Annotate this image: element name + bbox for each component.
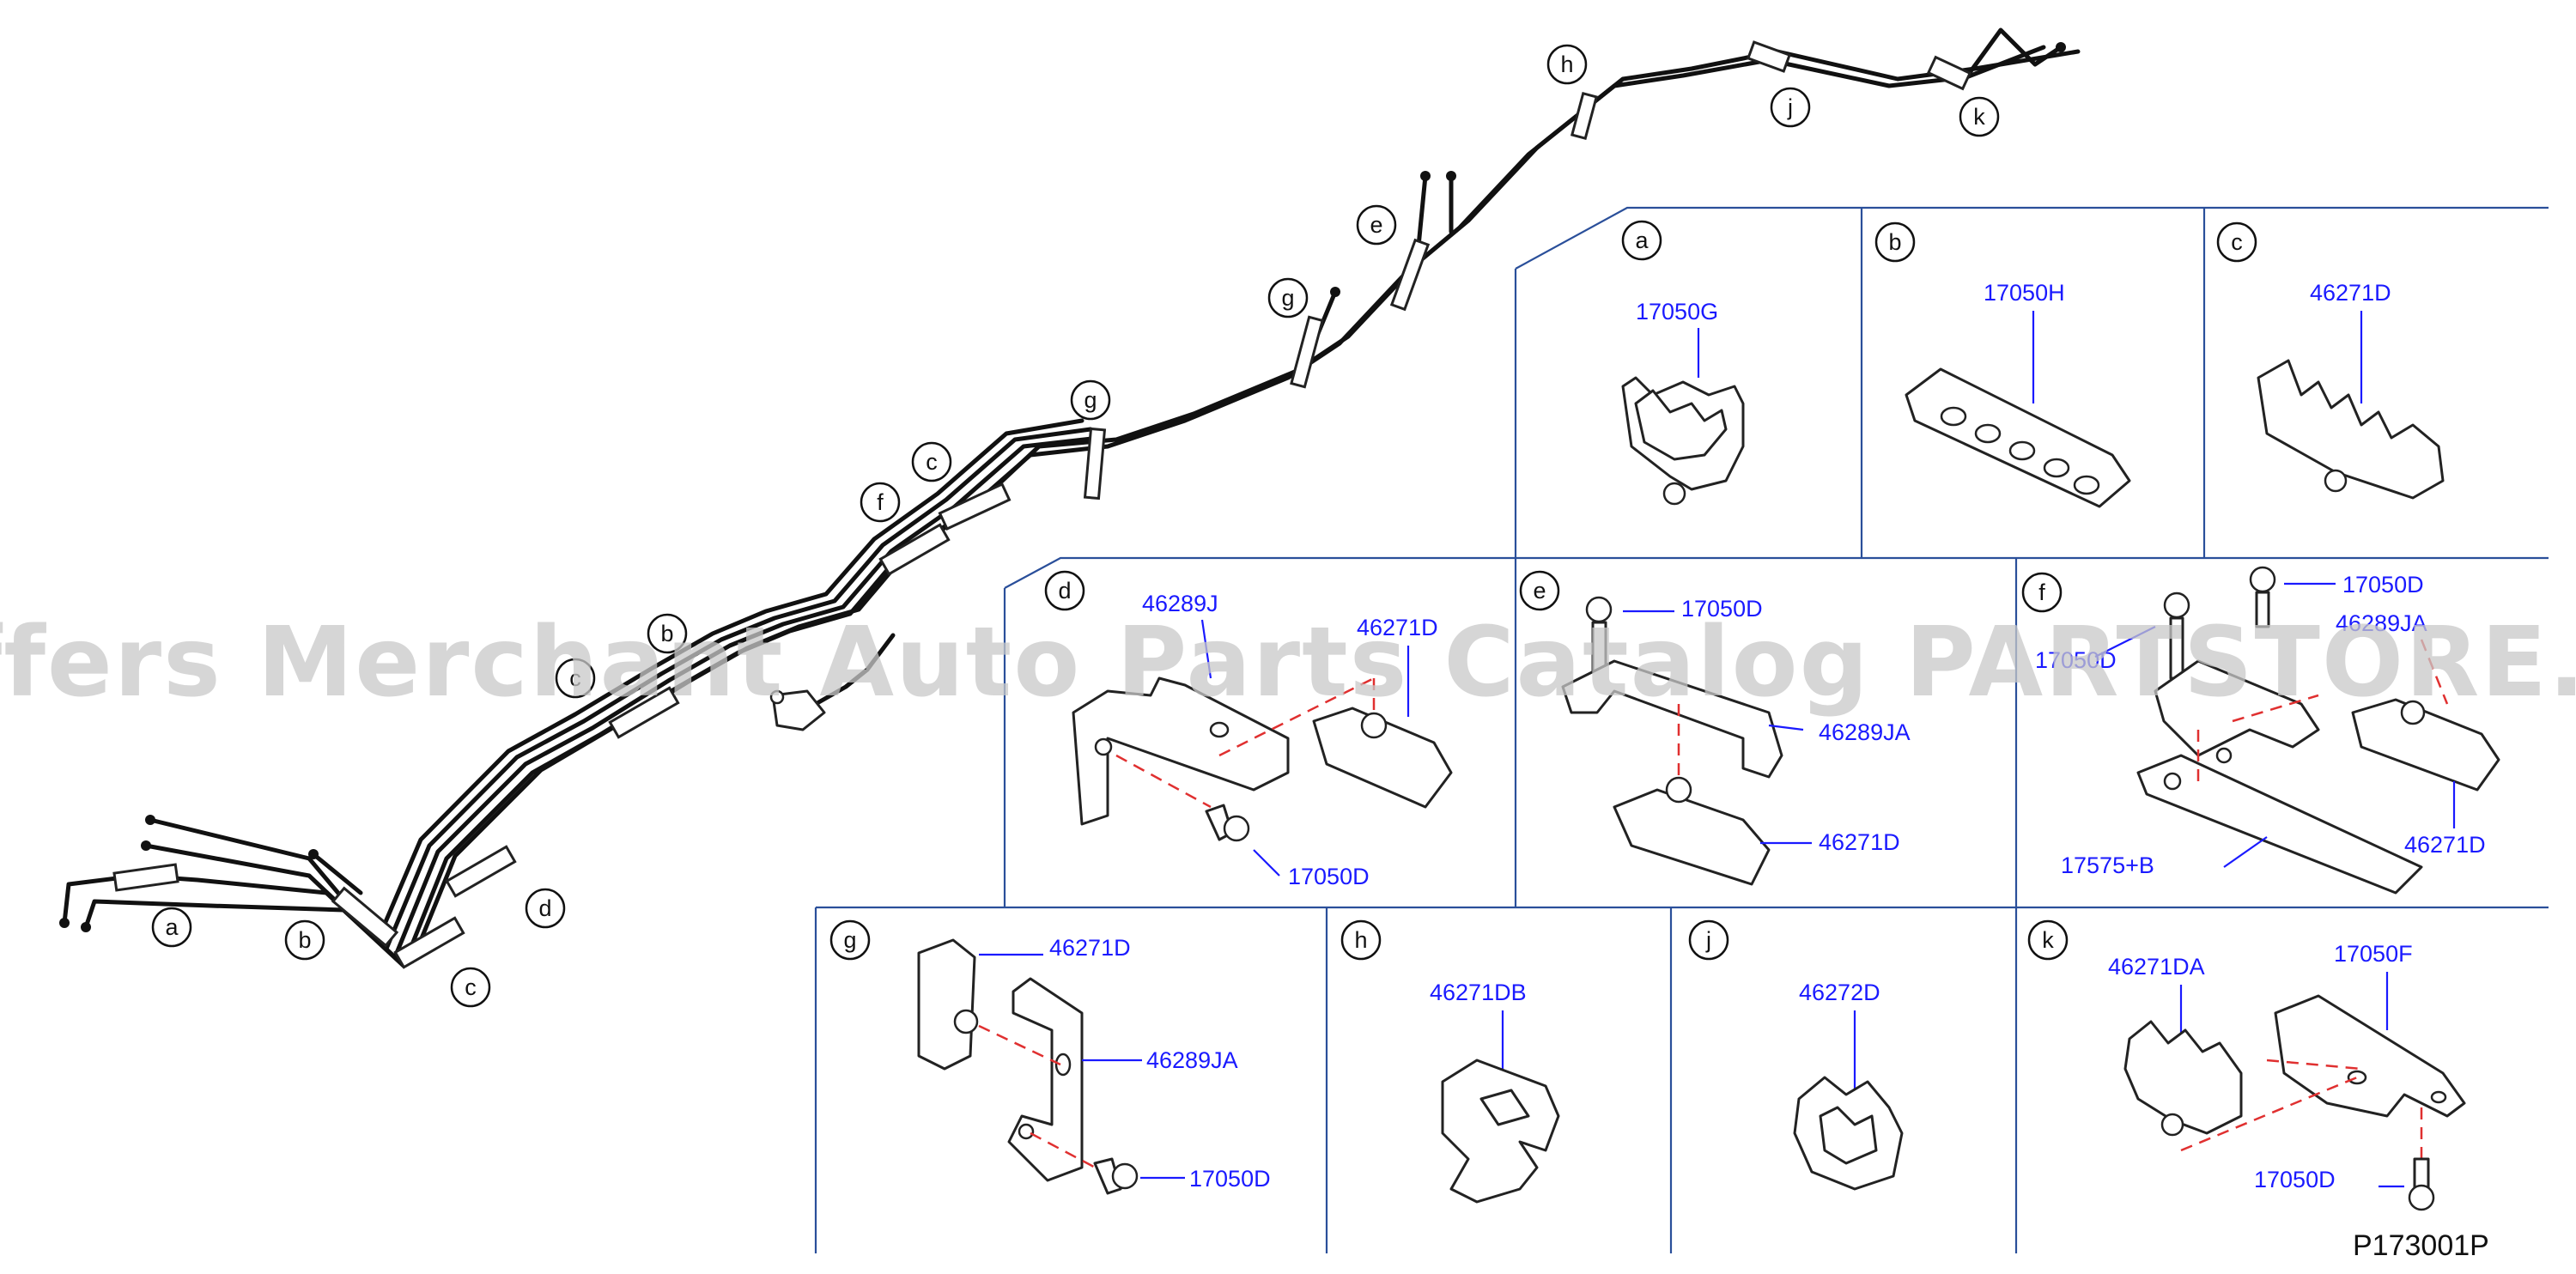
svg-text:c: c <box>569 665 581 691</box>
svg-text:h: h <box>1560 52 1573 77</box>
part-label-46289JA-e: 46289JA <box>1819 719 1911 745</box>
route-callout-f: f <box>860 482 901 523</box>
route-callout-b-lower: b <box>284 919 325 961</box>
part-label-17050F: 17050F <box>2334 941 2413 967</box>
svg-text:j: j <box>1787 94 1793 120</box>
route-callout-b-upper: b <box>647 613 688 654</box>
svg-text:c: c <box>465 974 477 1000</box>
panel-grid <box>814 206 2549 1253</box>
part-label-46271D-g: 46271D <box>1049 935 1131 961</box>
part-label-46271D-d: 46271D <box>1357 615 1438 640</box>
part-label-46271DB: 46271DB <box>1430 980 1527 1005</box>
svg-text:f: f <box>877 489 884 515</box>
panel-f: f 17050D 17050D 46289JA 46271D 17575+B <box>2021 566 2500 895</box>
part-label-46271D-c: 46271D <box>2310 280 2391 306</box>
part-label-17050G: 17050G <box>1636 299 1718 325</box>
svg-text:b: b <box>660 621 673 646</box>
route-callout-c-upper: c <box>911 441 952 482</box>
route-clips <box>112 40 1972 969</box>
svg-text:d: d <box>538 895 551 921</box>
route-callout-g-lower: g <box>1070 379 1111 421</box>
panel-h: h 46271DB <box>1340 919 1560 1204</box>
panel-a: a 17050G <box>1621 220 1745 506</box>
panel-e: e 17050D 46289JA 46271D <box>1519 570 1911 886</box>
svg-text:k: k <box>1973 104 1985 130</box>
svg-text:a: a <box>165 914 179 940</box>
route-callout-d: d <box>525 888 566 929</box>
route-callout-c-lower: c <box>450 967 491 1008</box>
part-label-17050D-g: 17050D <box>1189 1166 1271 1192</box>
route-callout-c-mid: c <box>555 658 596 699</box>
svg-text:b: b <box>298 927 311 953</box>
panel-h-letter: h <box>1354 927 1367 953</box>
route-callout-g-upper: g <box>1267 277 1309 318</box>
route-callout-a: a <box>151 907 192 948</box>
watermark-text: Offers Merchant Auto Parts Catalog PARTS… <box>0 607 2576 719</box>
part-label-46271DA: 46271DA <box>2108 954 2205 980</box>
part-label-46271D-e: 46271D <box>1819 829 1900 855</box>
part-label-17575B: 17575+B <box>2061 852 2154 878</box>
svg-text:g: g <box>1084 387 1097 413</box>
panel-d-letter: d <box>1058 578 1071 604</box>
svg-text:c: c <box>926 449 938 475</box>
svg-text:g: g <box>1281 285 1294 311</box>
panel-c: c 46271D <box>2216 221 2445 500</box>
panel-g-letter: g <box>843 927 856 953</box>
panel-a-letter: a <box>1635 228 1649 253</box>
part-label-17050D-f: 17050D <box>2035 647 2117 673</box>
panel-f-letter: f <box>2038 579 2045 605</box>
panel-j-letter: j <box>1705 927 1711 953</box>
route-callouts: h j k e g g c f b c a b c d <box>151 44 2000 1008</box>
panel-b-letter: b <box>1888 229 1901 255</box>
part-label-46289JA-g: 46289JA <box>1146 1047 1238 1073</box>
route-callout-k: k <box>1959 96 2000 137</box>
part-label-46289JA-f: 46289JA <box>2336 610 2427 636</box>
panel-e-letter: e <box>1533 578 1546 604</box>
brake-pipe-route <box>59 27 2081 968</box>
part-label-46272D: 46272D <box>1799 980 1880 1005</box>
route-callout-h: h <box>1546 44 1588 85</box>
panel-j: j 46272D <box>1688 919 1904 1191</box>
part-label-46271D-f: 46271D <box>2404 832 2486 858</box>
panel-k: k 46271DA 17050F 17050D <box>2027 919 2466 1211</box>
part-label-17050D-k: 17050D <box>2254 1167 2336 1192</box>
part-label-46289J: 46289J <box>1142 591 1218 616</box>
route-callout-e: e <box>1356 204 1397 246</box>
panel-d: d 46289J 46271D 17050D <box>1044 570 1453 889</box>
panel-k-letter: k <box>2042 927 2054 953</box>
figure-code: P173001P <box>2353 1229 2489 1262</box>
part-label-17050D-f-top: 17050D <box>2342 572 2424 598</box>
part-label-17050D-e: 17050D <box>1681 596 1763 622</box>
svg-text:e: e <box>1370 212 1382 238</box>
part-label-17050H: 17050H <box>1984 280 2065 306</box>
part-label-17050D-d: 17050D <box>1288 864 1370 889</box>
panel-c-letter: c <box>2231 229 2243 255</box>
panel-g: g 46271D 46289JA 17050D <box>829 919 1271 1195</box>
route-callout-j: j <box>1770 87 1811 128</box>
panel-b: b 17050H <box>1874 221 2131 508</box>
